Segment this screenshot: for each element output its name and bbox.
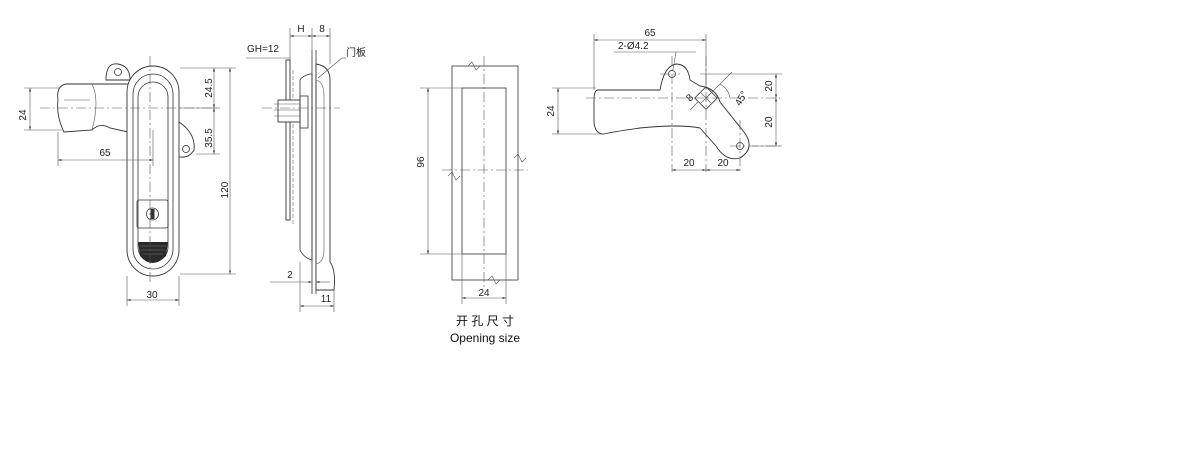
escutcheon-inner xyxy=(132,73,174,270)
spindle xyxy=(277,99,301,123)
cam-view xyxy=(552,34,782,172)
cutout-caption-en: Opening size xyxy=(450,331,520,345)
handle-grip xyxy=(138,242,168,263)
side-dim-8: 8 xyxy=(319,24,325,35)
front-dim-24: 24 xyxy=(18,109,29,121)
side-dim-2: 2 xyxy=(287,270,293,281)
cutout-dim-96: 96 xyxy=(416,156,427,168)
side-label-gh: GH=12 xyxy=(247,44,279,55)
handle-arm xyxy=(57,83,129,133)
side-view xyxy=(246,28,346,312)
cutout-outer xyxy=(451,65,519,281)
cam-angle: 45° xyxy=(733,89,750,108)
side-dim-11: 11 xyxy=(321,294,332,305)
cam-dim-20-vert-bottom: 20 xyxy=(764,116,775,128)
cutout-dim-24: 24 xyxy=(478,288,490,299)
top-ear xyxy=(105,63,131,81)
lock-cylinder xyxy=(136,199,169,229)
front-dim-35-5: 35.5 xyxy=(204,128,215,148)
cam-dim-24: 24 xyxy=(546,105,557,117)
front-dim-24-5: 24.5 xyxy=(204,78,215,98)
side-label-door-panel: 门板 xyxy=(346,46,366,59)
cam-dim-20-vert-top: 20 xyxy=(764,80,775,92)
front-dim-65: 65 xyxy=(99,148,111,159)
side-label-h: H xyxy=(297,24,304,35)
escutcheon-outer xyxy=(126,65,180,277)
cam-dim-20-horiz-left: 20 xyxy=(683,158,695,169)
front-dim-120: 120 xyxy=(220,181,231,198)
cam-holes-label: 2-Ø4.2 xyxy=(618,41,649,52)
cam-plate xyxy=(593,63,750,160)
front-view xyxy=(24,56,236,306)
cam-dim-20-horiz-right: 20 xyxy=(717,158,729,169)
front-dim-30: 30 xyxy=(146,290,158,301)
cutout-view xyxy=(420,56,528,304)
cam-dim-65: 65 xyxy=(644,28,656,39)
cutout-caption-cn: 开 孔 尺 寸 xyxy=(456,314,514,328)
